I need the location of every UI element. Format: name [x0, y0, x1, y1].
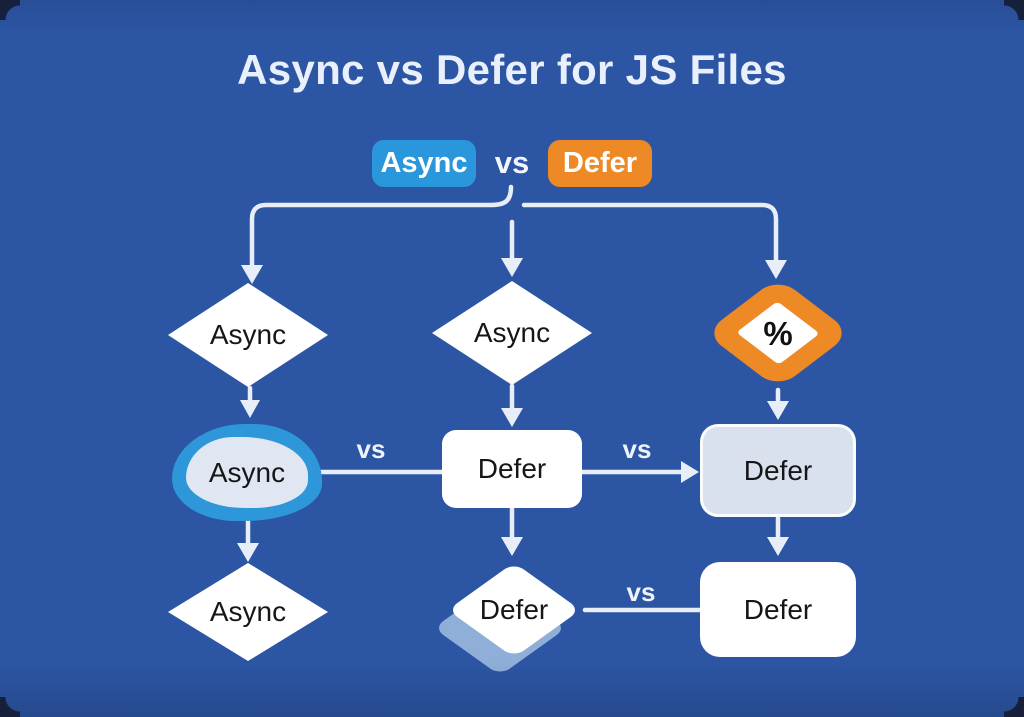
vs-label-row3: vs: [626, 577, 656, 607]
connector-header-to-col2: [501, 219, 523, 277]
connector-header-to-col3: [521, 202, 787, 279]
connector-col2-row1-row2: [501, 383, 523, 427]
node-label: Defer: [743, 454, 813, 486]
defer-badge: Defer: [548, 140, 652, 187]
vs-label-row2-left: vs: [356, 434, 386, 464]
corner-mark: [0, 697, 20, 717]
connector-header-to-col1: [241, 184, 514, 284]
node-label: Async: [208, 456, 286, 488]
node-label: Async: [209, 596, 287, 627]
percent-label: %: [763, 315, 793, 352]
connector-col3-row1-row2: [767, 387, 789, 420]
connector-col2-row2-row3: [501, 506, 523, 556]
corner-mark: [0, 0, 20, 20]
vs-label-row2-right: vs: [622, 434, 652, 464]
async-badge: Async: [372, 140, 476, 187]
node-defer-rect-middle: Defer: [442, 430, 582, 508]
page-title: Async vs Defer for JS Files: [237, 46, 787, 93]
connector-row2-col2-col3: [579, 461, 699, 483]
node-defer-rect-bottom: Defer: [700, 562, 856, 657]
connector-col1-row1-row2: [240, 385, 260, 418]
node-label: Defer: [479, 594, 549, 625]
node-label: Async: [209, 319, 287, 350]
connector-col1-row2-row3: [237, 518, 259, 562]
corner-mark: [1004, 697, 1024, 717]
connector-col3-row2-row3: [767, 515, 789, 556]
header-vs-label: vs: [494, 145, 530, 180]
corner-mark: [1004, 0, 1024, 20]
node-async-blob: Async: [186, 437, 308, 508]
node-label: Defer: [477, 453, 547, 484]
node-label: Async: [473, 317, 551, 348]
node-label: Defer: [743, 593, 813, 625]
node-defer-rect-light: Defer: [700, 424, 856, 517]
